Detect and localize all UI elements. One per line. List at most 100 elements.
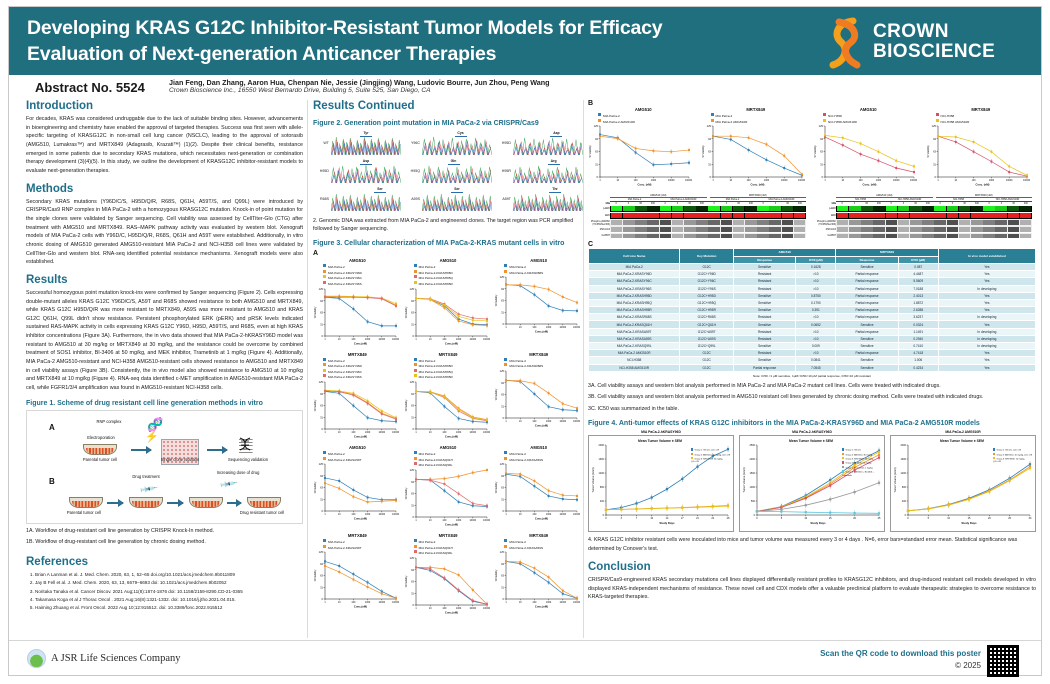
blot-band <box>922 206 934 212</box>
sanger-aa-bar <box>454 135 467 137</box>
legend-swatch <box>823 113 826 116</box>
th-cell-line-name: Cell Line Name <box>587 248 681 264</box>
legend-swatch <box>842 470 845 473</box>
blot-band <box>757 226 769 232</box>
sanger-aa-bar <box>360 163 372 165</box>
legend-swatch <box>413 357 417 361</box>
legend-swatch <box>323 538 326 542</box>
blot-band <box>995 213 1007 219</box>
figure1-note-b: 1B. Workflow of drug-resistant cell line… <box>26 539 206 546</box>
table-cell-0: MIA PaCa-2-KRASA59T <box>587 327 681 336</box>
svg-text:100000: 100000 <box>392 514 399 517</box>
figure4-caption: Figure 4. Anti-tumor effects of KRAS G12… <box>588 420 980 428</box>
trace-curve <box>513 137 583 155</box>
blot-band <box>708 206 720 212</box>
legend-entry: MIA PaCa-2-KRASQ61H <box>413 544 493 551</box>
plot-title: MRTX849 <box>347 532 367 538</box>
legend-entry: MIA PaCa-2-KRASQ99L <box>413 550 493 556</box>
legend-swatch <box>323 263 326 267</box>
blot-band <box>683 206 696 212</box>
plot-title: MRTX849 <box>438 351 458 357</box>
blot-band <box>635 213 647 219</box>
table-cell-3: >10 <box>795 313 837 322</box>
svg-text:1200: 1200 <box>900 472 906 475</box>
table-cell-5: 4.7418 <box>897 349 939 358</box>
table-cell-6: In developing <box>937 284 1037 293</box>
blot-band <box>897 206 910 212</box>
svg-text:10000: 10000 <box>378 338 385 341</box>
blot-band <box>635 206 647 212</box>
blot-band <box>922 226 934 232</box>
legend-swatch <box>504 538 508 542</box>
blot-band <box>732 220 745 226</box>
figure1-panel-a-label: A <box>49 422 55 432</box>
legend-entry: MIA PaCa-2 <box>413 263 493 270</box>
table-cell-1: G12C+Y96D <box>679 270 734 279</box>
qr-block[interactable]: Scan the QR code to download this poster… <box>820 645 1019 677</box>
figure4-plot-grid: MIA PaCa-2-hKRASY96D Mean Tumor Volume ±… <box>588 430 1036 533</box>
svg-text:30: 30 <box>1029 517 1032 520</box>
electroporation-label: Electroporation <box>87 434 115 440</box>
svg-text:31: 31 <box>411 503 414 507</box>
legend-entry: Group 6: AMG510 + BI-3406 + Trametinib <box>842 470 874 477</box>
results-heading: Results <box>26 273 68 286</box>
table-cell-1: G12C <box>679 262 734 272</box>
svg-text:100: 100 <box>351 338 356 341</box>
sanger-label: H95D <box>501 140 511 145</box>
svg-text:1000: 1000 <box>763 179 769 182</box>
sanger-aa-label: Ser <box>454 186 460 191</box>
legend-swatch <box>710 113 714 116</box>
svg-text:94: 94 <box>933 137 936 141</box>
svg-text:1: 1 <box>599 179 601 182</box>
blot-band <box>781 220 794 226</box>
sanger-label: H95Q <box>410 168 420 173</box>
svg-text:1: 1 <box>324 431 326 434</box>
plot-svg: Mean Tumor Volume ± SEM04008001200160020… <box>893 439 1032 525</box>
svg-text:10000: 10000 <box>378 601 385 604</box>
blot-band <box>836 220 849 226</box>
svg-text:0: 0 <box>322 334 324 338</box>
legend-entry: Group 1: Vehicle, Q.D.×28 <box>691 448 731 452</box>
table-cell-2: Resistant <box>732 313 797 322</box>
blot-lane-group-label: NCI-H358 <box>934 198 983 203</box>
blot-band <box>848 233 861 238</box>
table-cell-1: G12C+R68S <box>679 313 734 322</box>
blot-lane-strip <box>610 226 806 233</box>
figure3-note-c: 3C. IC50 was summarized in the table. <box>588 405 679 412</box>
svg-text:100000: 100000 <box>573 420 580 423</box>
blot-dose-label: 300 <box>925 202 930 206</box>
svg-text:94: 94 <box>820 137 823 141</box>
svg-text:10: 10 <box>729 179 732 182</box>
svg-text:1: 1 <box>324 514 326 517</box>
blot-band <box>622 220 635 226</box>
blot-band <box>861 220 873 226</box>
legend-entry: MIA PaCa-2 <box>323 451 402 457</box>
sanger-trace: H95R Arg <box>495 158 583 183</box>
svg-text:10000: 10000 <box>378 431 385 434</box>
table-cell-4: Partial response <box>835 349 899 358</box>
reference-item: Brian A Lanman et al. J. Med. Chem. 2020… <box>35 571 303 578</box>
blot-band <box>647 226 659 232</box>
qr-code-icon[interactable] <box>987 645 1019 677</box>
figure4-panel-title: MIA PaCa-2-hKRASY96D <box>792 430 832 435</box>
svg-text:10: 10 <box>429 607 432 610</box>
table-cell-4: Partial response <box>835 313 899 322</box>
plot-title: MRTX849 <box>529 351 549 357</box>
blot-protein-label: RSK1/2/3 <box>599 227 610 231</box>
table-cell-2: Sensitive <box>732 291 797 300</box>
blot-band <box>610 233 623 238</box>
legend-swatch <box>598 118 601 122</box>
svg-text:0: 0 <box>322 597 324 601</box>
blot-band <box>671 233 684 238</box>
svg-text:100: 100 <box>533 420 538 423</box>
sanger-chromatogram: Thr <box>513 186 583 211</box>
legend-swatch <box>504 357 508 361</box>
svg-text:100000: 100000 <box>1023 179 1030 182</box>
blot-dose-label: 30 <box>914 202 917 206</box>
